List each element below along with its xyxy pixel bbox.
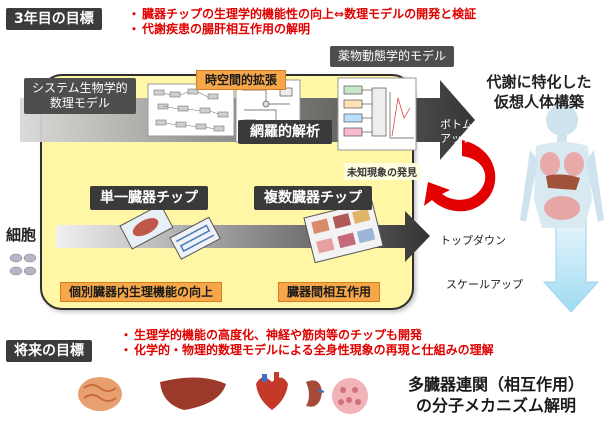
- individual-function-label: 個別臓器内生理機能の向上: [60, 282, 223, 302]
- lung-tissue-icon: [332, 378, 368, 414]
- future-goal-item-1: 生理学的機能の高度化、神経や筋肉等のチップも開発: [120, 328, 608, 343]
- liver-icon: [160, 377, 226, 410]
- single-organ-chip-figure: [119, 203, 174, 250]
- year3-goal-item-2: 代謝疾患の腸肝相互作用の解明: [128, 22, 608, 37]
- spatiotemporal-expansion-label: 時空間的拡張: [196, 70, 287, 90]
- scale-up-arrow: [542, 219, 600, 313]
- systems-bio-model-label: システム生物学的 数理モデル: [24, 78, 136, 114]
- conclusion-line-1: 多臓器連関（相互作用）: [407, 375, 584, 394]
- human-body-figure: [520, 104, 604, 228]
- bottom-up-label: ボトム アップ: [440, 118, 473, 145]
- multi-organ-chip-figure: [303, 200, 384, 264]
- year3-goal-label: 3年目の目標: [6, 8, 102, 30]
- unknown-phenomena-label: 未知現象の発見: [344, 163, 420, 180]
- top-down-label: トップダウン: [440, 234, 506, 247]
- scale-up-label: スケールアップ: [446, 278, 523, 291]
- year3-goal-item-1: 臓器チップの生理学的機能性の向上⇔数理モデルの開発と検証: [128, 7, 608, 22]
- network-figure: [147, 83, 235, 137]
- single-organ-chip-figure-2: [169, 216, 221, 260]
- comprehensive-analysis-label: 網羅的解析: [238, 120, 332, 144]
- future-goal-item-2: 化学的・物理的数理モデルによる全身性現象の再現と仕組みの理解: [120, 343, 608, 358]
- year3-goal-list: 臓器チップの生理学的機能性の向上⇔数理モデルの開発と検証 代謝疾患の腸肝相互作用…: [128, 7, 608, 37]
- intestine-icon: [78, 377, 122, 411]
- inter-organ-interaction-label: 臓器間相互作用: [278, 282, 381, 302]
- cells-icon: [9, 253, 37, 276]
- multi-organ-chip-label: 複数臓器チップ: [254, 186, 372, 210]
- cell-label: 細胞: [6, 226, 37, 244]
- pk-model-figure: [337, 77, 417, 151]
- cycle-arrow-icon: [424, 140, 496, 212]
- lower-arrow: [56, 211, 430, 262]
- single-organ-chip-label: 単一臓器チップ: [90, 186, 208, 210]
- virtual-body-title: 代謝に特化した 仮想人体構築: [486, 73, 592, 111]
- conclusion-line-2: の分子メカニズム解明: [415, 396, 576, 415]
- pk-model-label: 薬物動態学的モデル: [330, 46, 455, 67]
- kidney-icon: [306, 380, 325, 407]
- heart-icon: [256, 372, 288, 410]
- conclusion-text: 多臓器連関（相互作用） の分子メカニズム解明: [384, 374, 608, 416]
- future-goal-list: 生理学的機能の高度化、神経や筋肉等のチップも開発 化学的・物理的数理モデルによる…: [120, 328, 608, 358]
- future-goal-label: 将来の目標: [6, 340, 92, 362]
